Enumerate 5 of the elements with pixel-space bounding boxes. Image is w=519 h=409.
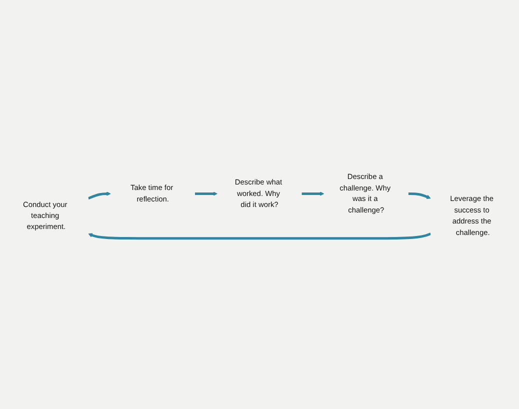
arrow <box>88 232 432 240</box>
arrow <box>302 191 324 196</box>
arrow <box>88 191 111 200</box>
arrow <box>408 192 431 198</box>
arrow <box>195 191 218 196</box>
